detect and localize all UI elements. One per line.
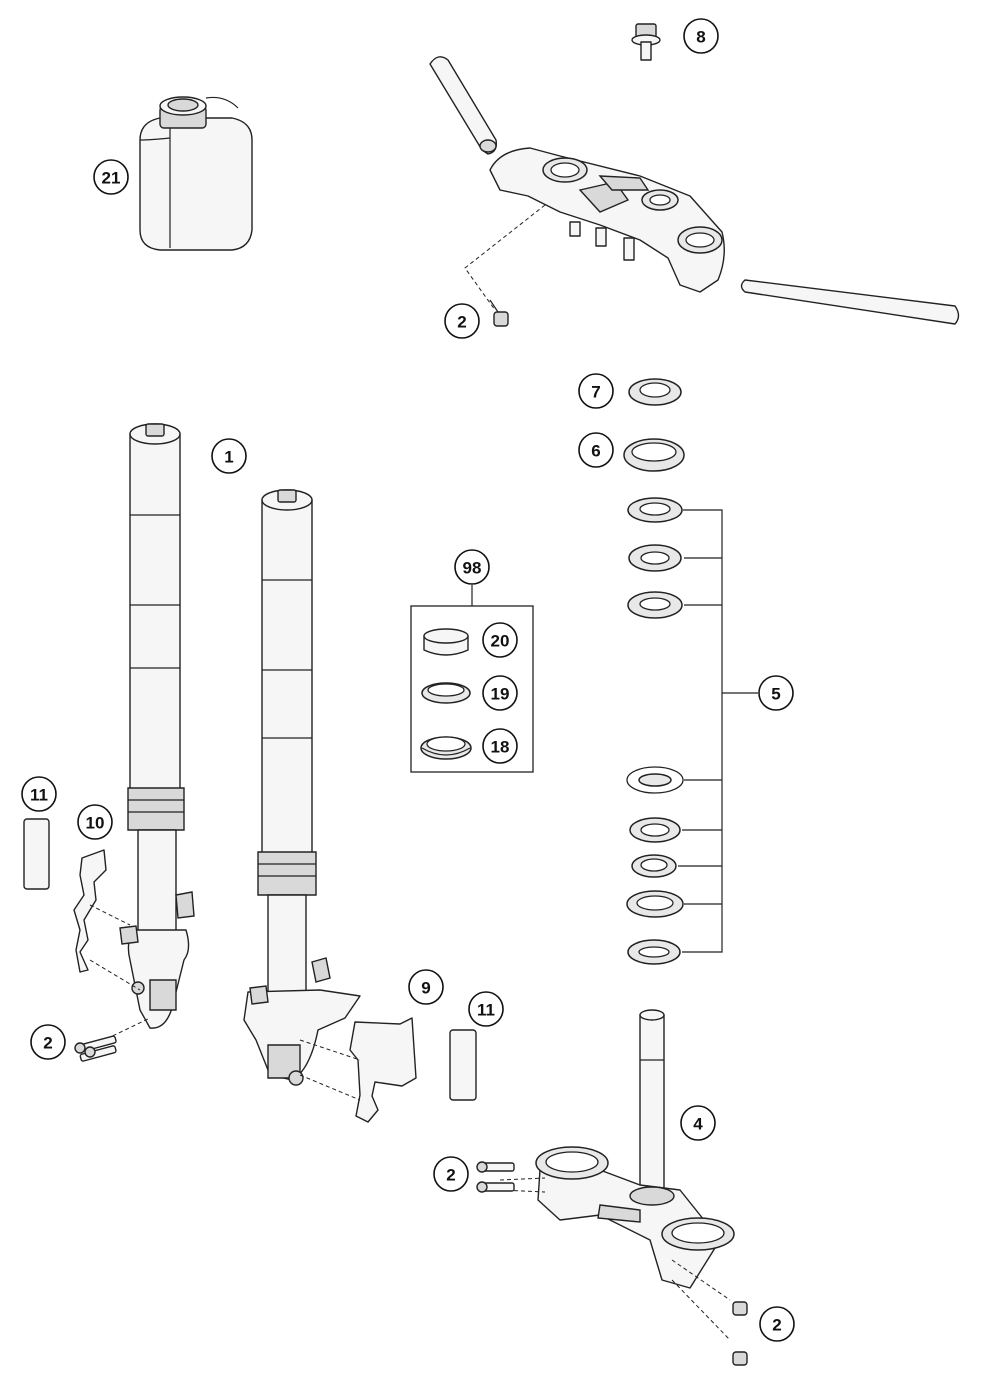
callout-4[interactable]: 4 [680, 1105, 716, 1141]
part-upper-triple-clamp [429, 56, 960, 325]
part-bolt-8 [631, 23, 661, 61]
part-screw-2-top [489, 299, 509, 327]
callout-21[interactable]: 21 [93, 159, 129, 195]
part-pad-11-left [23, 818, 50, 890]
part-oil-can [139, 96, 253, 251]
callout-7[interactable]: 7 [578, 373, 614, 409]
svg-text:11: 11 [30, 786, 48, 805]
callout-2-left[interactable]: 2 [30, 1024, 66, 1060]
svg-text:2: 2 [43, 1034, 52, 1053]
callout-2-lower-right[interactable]: 2 [759, 1306, 795, 1342]
svg-text:2: 2 [457, 313, 466, 332]
callout-2-top[interactable]: 2 [444, 303, 480, 339]
part-guard-10 [73, 849, 141, 991]
callout-5[interactable]: 5 [758, 675, 794, 711]
callout-11-left[interactable]: 11 [21, 776, 57, 812]
svg-text:4: 4 [693, 1115, 703, 1134]
svg-text:18: 18 [491, 738, 510, 757]
svg-text:8: 8 [696, 28, 705, 47]
callout-2-lower-left[interactable]: 2 [433, 1156, 469, 1192]
svg-text:19: 19 [491, 685, 510, 704]
svg-text:98: 98 [463, 559, 482, 578]
callout-10[interactable]: 10 [77, 804, 113, 840]
part-bearing-kit-5 [626, 497, 684, 965]
bracket-5 [678, 509, 758, 953]
svg-text:2: 2 [446, 1166, 455, 1185]
svg-text:2: 2 [772, 1316, 781, 1335]
svg-text:20: 20 [491, 632, 510, 651]
part-fork-leg-right [243, 489, 361, 1086]
callout-9[interactable]: 9 [408, 969, 444, 1005]
part-fork-leg-left [119, 423, 195, 1029]
callout-18[interactable]: 18 [482, 728, 518, 764]
callout-20[interactable]: 20 [482, 622, 518, 658]
part-guard-9 [299, 1017, 417, 1123]
svg-text:6: 6 [591, 442, 600, 461]
part-screws-lower-clamp [476, 1161, 748, 1366]
callout-11-right[interactable]: 11 [468, 991, 504, 1027]
part-seal-6 [623, 438, 685, 472]
callout-6[interactable]: 6 [578, 432, 614, 468]
callout-98[interactable]: 98 [454, 549, 490, 585]
svg-text:7: 7 [591, 383, 600, 402]
svg-text:11: 11 [477, 1001, 495, 1020]
svg-text:10: 10 [86, 814, 105, 833]
part-pad-11-right [449, 1029, 477, 1101]
svg-text:21: 21 [102, 169, 121, 188]
callout-8[interactable]: 8 [683, 18, 719, 54]
part-screws-left [74, 1017, 151, 1062]
svg-text:5: 5 [771, 685, 780, 704]
part-seal-7 [628, 378, 682, 406]
svg-text:1: 1 [224, 448, 233, 467]
callout-19[interactable]: 19 [482, 675, 518, 711]
callout-1[interactable]: 1 [211, 438, 247, 474]
svg-text:9: 9 [421, 979, 430, 998]
leader-line [464, 204, 546, 311]
part-lower-triple-clamp [535, 1009, 735, 1289]
